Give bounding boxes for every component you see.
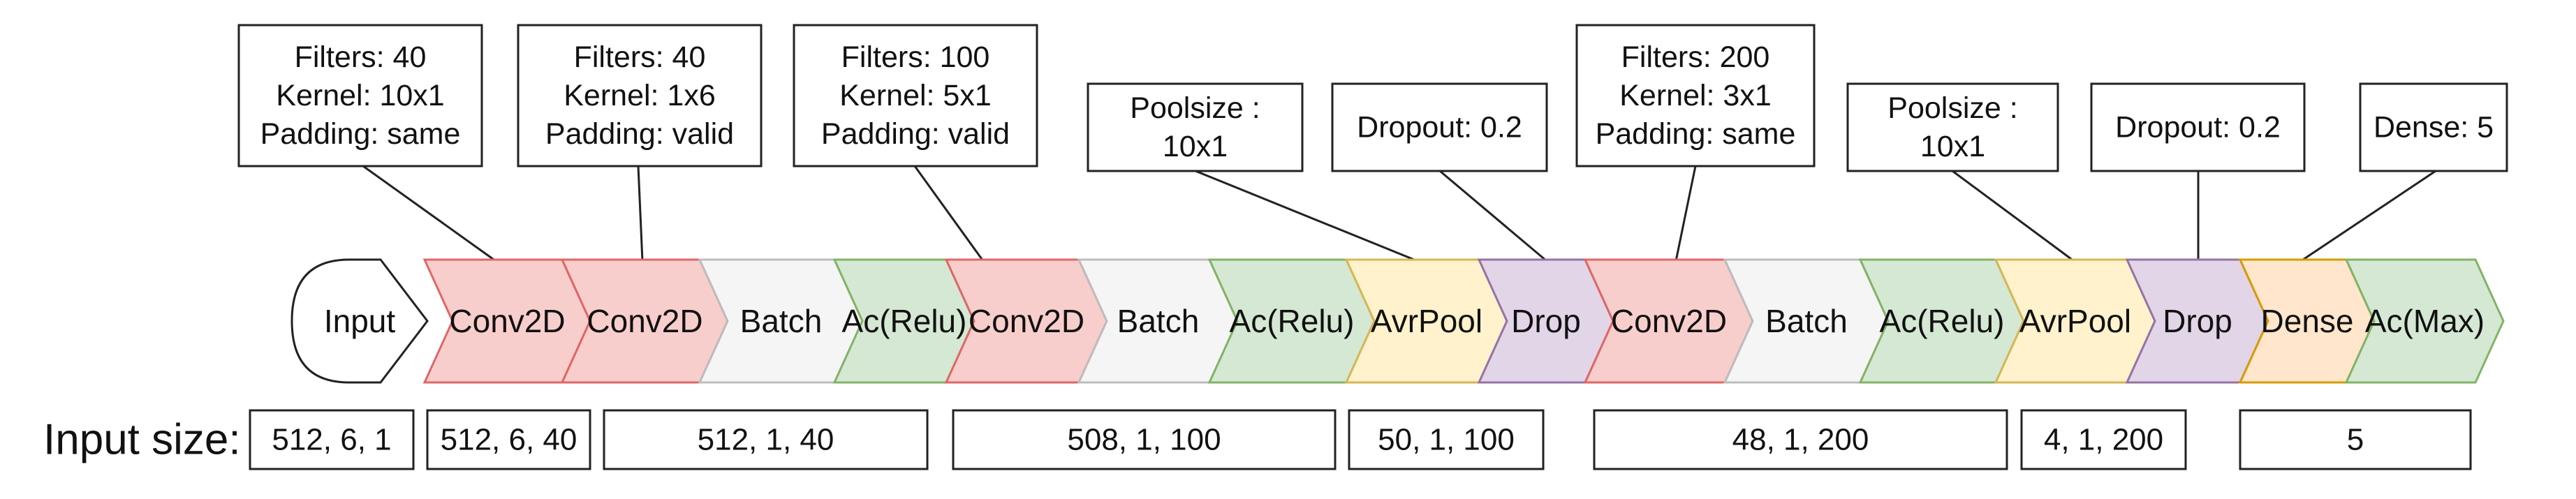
input-size-value-8: 5: [2347, 423, 2364, 457]
param-box-7: [1846, 82, 2059, 172]
param-box-3: [793, 24, 1038, 167]
input-size-box-6: [1593, 409, 2008, 470]
param-box-8-line-1: Dropout: 0.2: [2115, 111, 2281, 144]
param-box-8: [2090, 82, 2306, 172]
param-box-6-line-3: Padding: same: [1596, 117, 1796, 151]
step-13-label: AvrPool: [2019, 303, 2131, 339]
input-size-value-6: 48, 1, 200: [1732, 423, 1869, 457]
step-4-label: Ac(Relu): [842, 303, 967, 339]
step-3-label: Batch: [740, 303, 823, 339]
input-size-value-1: 512, 6, 1: [272, 423, 391, 457]
input-size-value-4: 508, 1, 100: [1067, 423, 1221, 457]
input-size-box-5: [1348, 409, 1545, 470]
param-box-6: [1575, 24, 1816, 167]
param-box-9: [2359, 82, 2508, 172]
step-1-label: Conv2D: [449, 303, 565, 339]
input-size-box-2: [426, 409, 591, 470]
step-11-label: Batch: [1765, 303, 1848, 339]
param-box-3-line-1: Filters: 100: [841, 40, 990, 74]
step-16-label: Ac(Max): [2365, 303, 2485, 339]
input-size-label: Input size:: [43, 416, 241, 464]
param-box-7-line-1: Poolsize :: [1887, 91, 2017, 125]
param-connector-7: [1952, 170, 2075, 262]
param-connector-9: [2300, 170, 2436, 262]
param-box-2-line-2: Kernel: 1x6: [564, 79, 716, 112]
input-size-value-2: 512, 6, 40: [441, 423, 577, 457]
param-box-5-line-1: Dropout: 0.2: [1357, 111, 1522, 144]
param-box-7-line-2: 10x1: [1920, 130, 1985, 163]
param-box-2-line-3: Padding: valid: [545, 117, 734, 151]
input-node-shape: [290, 258, 429, 384]
param-box-4-line-1: Poolsize :: [1130, 91, 1260, 125]
param-box-1-line-1: Filters: 40: [295, 40, 427, 74]
step-2-label: Conv2D: [587, 303, 702, 339]
param-box-1-line-3: Padding: same: [260, 117, 461, 151]
input-size-box-4: [952, 409, 1337, 470]
param-box-1-line-2: Kernel: 10x1: [276, 79, 444, 112]
param-box-9-line-1: Dense: 5: [2373, 111, 2494, 144]
param-connector-6: [1675, 165, 1697, 262]
step-15-label: Dense: [2261, 303, 2354, 339]
step-9-label: Drop: [1511, 303, 1581, 339]
param-connector-2: [637, 165, 644, 262]
param-box-4: [1087, 82, 1304, 172]
param-box-1: [237, 24, 483, 167]
param-box-5: [1331, 82, 1548, 172]
input-size-box-8: [2239, 409, 2472, 470]
param-connector-1: [362, 165, 496, 262]
step-5-label: Conv2D: [969, 303, 1084, 339]
input-node-label: Input: [324, 303, 396, 339]
input-size-box-7: [2020, 409, 2187, 470]
input-size-box-3: [603, 409, 929, 470]
step-10-label: Conv2D: [1611, 303, 1727, 339]
step-6-label: Batch: [1117, 303, 1200, 339]
param-box-6-line-2: Kernel: 3x1: [1619, 79, 1772, 112]
param-connector-4: [1195, 170, 1418, 262]
input-size-value-3: 512, 1, 40: [698, 423, 834, 457]
step-12-label: Ac(Relu): [1880, 303, 2005, 339]
param-box-6-line-1: Filters: 200: [1621, 40, 1770, 74]
step-16-ac-max: [2344, 258, 2505, 384]
param-box-3-line-2: Kernel: 5x1: [839, 79, 992, 112]
param-box-4-line-2: 10x1: [1163, 130, 1228, 163]
param-box-3-line-3: Padding: valid: [821, 117, 1010, 151]
param-connector-3: [913, 165, 985, 262]
step-8-label: AvrPool: [1371, 303, 1482, 339]
input-size-value-7: 4, 1, 200: [2044, 423, 2163, 457]
param-box-2-line-1: Filters: 40: [574, 40, 706, 74]
param-box-2: [517, 24, 763, 167]
step-7-label: Ac(Relu): [1230, 303, 1355, 339]
param-connector-5: [1439, 170, 1547, 262]
input-size-value-5: 50, 1, 100: [1378, 423, 1515, 457]
step-14-label: Drop: [2163, 303, 2232, 339]
input-size-box-1: [249, 409, 415, 470]
